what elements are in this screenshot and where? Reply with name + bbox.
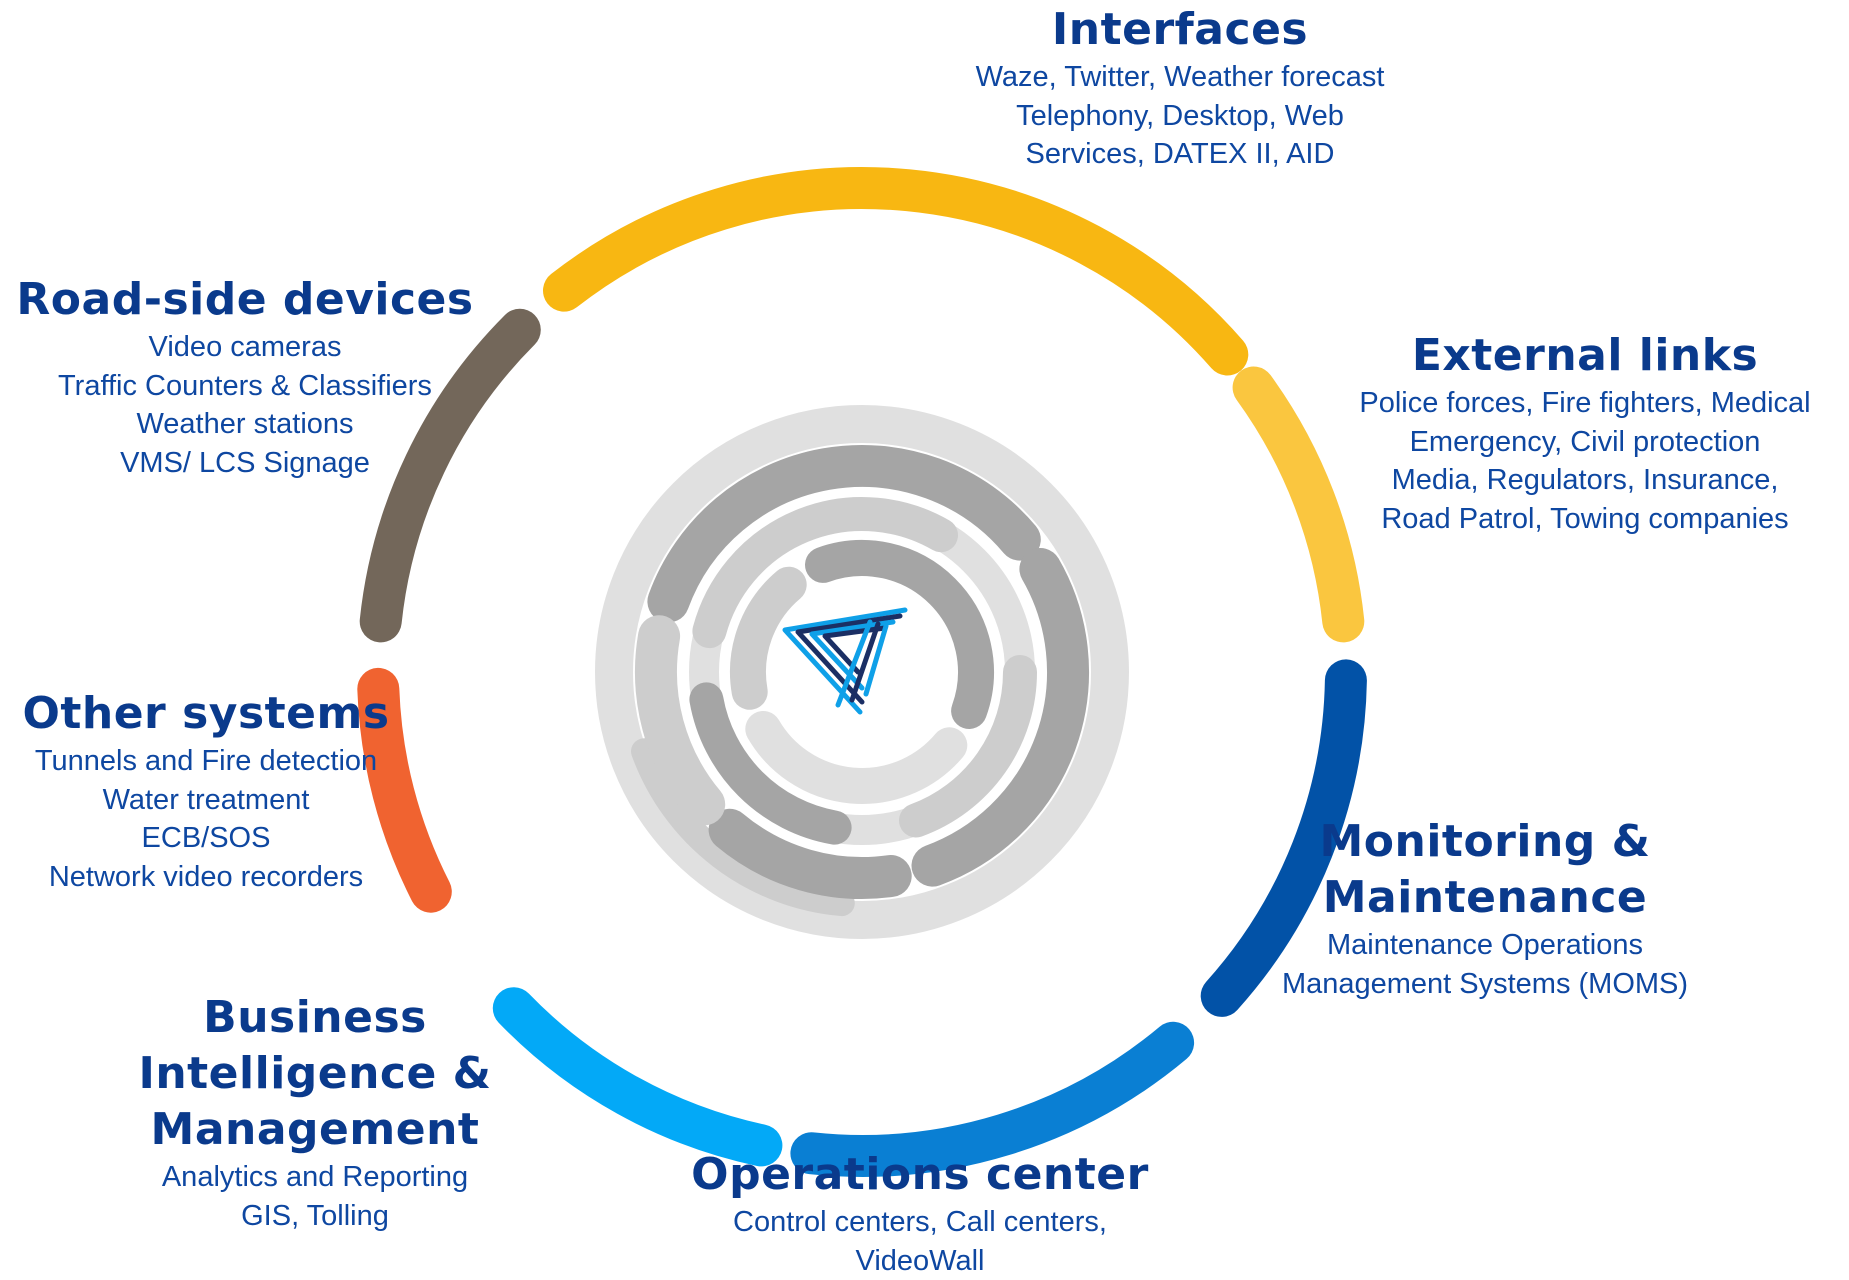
roadside-line-3: Weather stations	[10, 405, 480, 444]
external-links-line-2: Emergency, Civil protection	[1325, 423, 1845, 462]
business-arc	[514, 1008, 762, 1145]
monitoring-line-1: Maintenance Operations	[1245, 926, 1725, 965]
external-links-line-3: Media, Regulators, Insurance,	[1325, 461, 1845, 500]
interfaces-title: Interfaces	[890, 2, 1470, 58]
gray-ring-inner-2	[763, 729, 949, 786]
interfaces-line-1: Waze, Twitter, Weather forecast	[890, 58, 1470, 97]
other-systems-line-1: Tunnels and Fire detection	[0, 742, 412, 781]
roadside-line-4: VMS/ LCS Signage	[10, 444, 480, 483]
monitoring-block: Monitoring & Maintenance Maintenance Ope…	[1245, 814, 1725, 1003]
operations-arc	[811, 1043, 1173, 1156]
other-systems-line-3: ECB/SOS	[0, 819, 412, 858]
monitoring-line-2: Management Systems (MOMS)	[1245, 965, 1725, 1004]
business-title-line-1: Business	[115, 990, 515, 1046]
monitoring-title-line-2: Maintenance	[1245, 870, 1725, 926]
business-line-1: Analytics and Reporting	[115, 1158, 515, 1197]
other-systems-title: Other systems	[0, 686, 412, 742]
operations-line-1: Control centers, Call centers,	[690, 1203, 1150, 1242]
other-systems-block: Other systems Tunnels and Fire detection…	[0, 686, 412, 896]
monitoring-title-line-1: Monitoring &	[1245, 814, 1725, 870]
operations-block: Operations center Control centers, Call …	[690, 1147, 1150, 1280]
roadside-line-2: Traffic Counters & Classifiers	[10, 367, 480, 406]
external-links-line-4: Road Patrol, Towing companies	[1325, 500, 1845, 539]
interfaces-block: Interfaces Waze, Twitter, Weather foreca…	[890, 2, 1470, 174]
roadside-block: Road-side devices Video cameras Traffic …	[10, 272, 480, 482]
interfaces-arc	[564, 188, 1227, 355]
other-systems-line-2: Water treatment	[0, 781, 412, 820]
roadside-title: Road-side devices	[10, 272, 480, 328]
triangle-lines-logo-icon	[785, 610, 905, 712]
operations-title: Operations center	[690, 1147, 1150, 1203]
business-line-2: GIS, Tolling	[115, 1197, 515, 1236]
interfaces-line-3: Services, DATEX II, AID	[890, 135, 1470, 174]
business-title-line-2: Intelligence &	[115, 1046, 515, 1102]
business-title-line-3: Management	[115, 1102, 515, 1158]
gray-ring-inner-3	[748, 585, 789, 692]
external-links-block: External links Police forces, Fire fight…	[1325, 328, 1845, 538]
interfaces-line-2: Telephony, Desktop, Web	[890, 97, 1470, 136]
roadside-line-1: Video cameras	[10, 328, 480, 367]
external-links-title: External links	[1325, 328, 1845, 384]
operations-line-2: VideoWall	[690, 1242, 1150, 1280]
external-links-line-1: Police forces, Fire fighters, Medical	[1325, 384, 1845, 423]
business-block: Business Intelligence & Management Analy…	[115, 990, 515, 1235]
other-systems-line-4: Network video recorders	[0, 858, 412, 897]
